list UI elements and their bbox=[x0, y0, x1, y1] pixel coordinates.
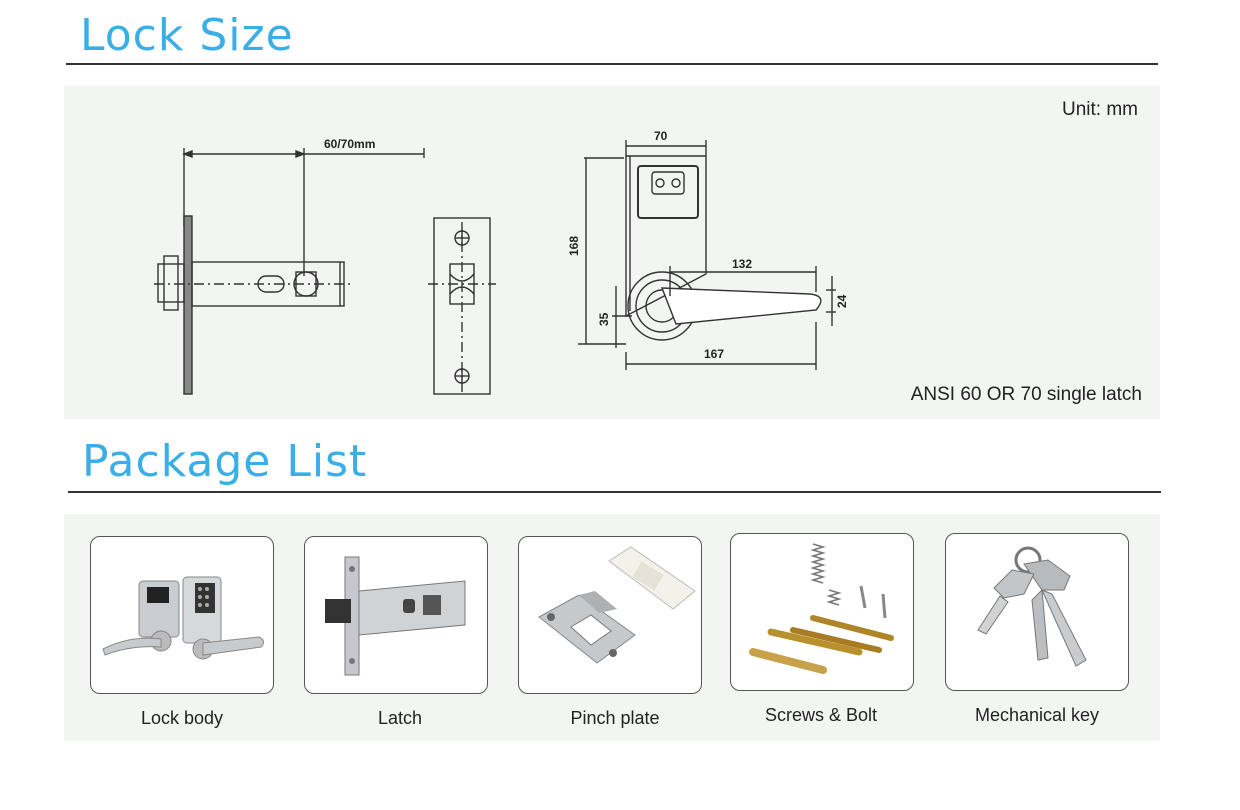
package-item-label: Lock body bbox=[140, 708, 224, 728]
package-list-panel: Lock body Latch Pinch plate bbox=[64, 514, 1160, 741]
package-item-label: Mechanical key bbox=[974, 705, 1100, 725]
screws-bolt-icon bbox=[749, 543, 894, 674]
backset-dimension: 60/70mm bbox=[324, 137, 375, 151]
package-list-divider bbox=[68, 491, 1161, 493]
lock-size-title: Lock Size bbox=[80, 10, 294, 61]
package-item-label: Pinch plate bbox=[570, 708, 660, 728]
width-dimension: 70 bbox=[654, 129, 668, 143]
unit-label: Unit: mm bbox=[1062, 99, 1138, 120]
height-dimension: 168 bbox=[567, 236, 581, 256]
lock-size-divider bbox=[66, 63, 1158, 65]
lever-height-dimension: 24 bbox=[835, 294, 849, 308]
lock-dimension-drawing: 70 168 132 24 35 167 bbox=[567, 129, 849, 370]
depth-dimension: 167 bbox=[704, 347, 724, 361]
package-item-pinch-plate bbox=[518, 536, 702, 694]
rose-height-dimension: 35 bbox=[597, 312, 611, 326]
package-item-label: Screws & Bolt bbox=[764, 705, 878, 725]
package-item-screws-bolt bbox=[730, 533, 914, 691]
package-item-label: Latch bbox=[377, 708, 423, 728]
lock-body-icon bbox=[102, 576, 265, 660]
lever-length-dimension: 132 bbox=[732, 257, 752, 271]
lock-size-panel: Unit: mm 60/70mm bbox=[64, 86, 1160, 419]
package-list-title: Package List bbox=[82, 436, 368, 487]
latch-drawing: 60/70mm bbox=[154, 137, 496, 395]
latch-note: ANSI 60 OR 70 single latch bbox=[910, 384, 1142, 405]
mechanical-key-icon bbox=[977, 546, 1087, 667]
latch-icon bbox=[325, 556, 466, 676]
package-item-latch bbox=[304, 536, 488, 694]
package-item-lock-body bbox=[90, 536, 274, 694]
package-item-mechanical-key bbox=[945, 533, 1129, 691]
pinch-plate-icon bbox=[538, 546, 696, 664]
